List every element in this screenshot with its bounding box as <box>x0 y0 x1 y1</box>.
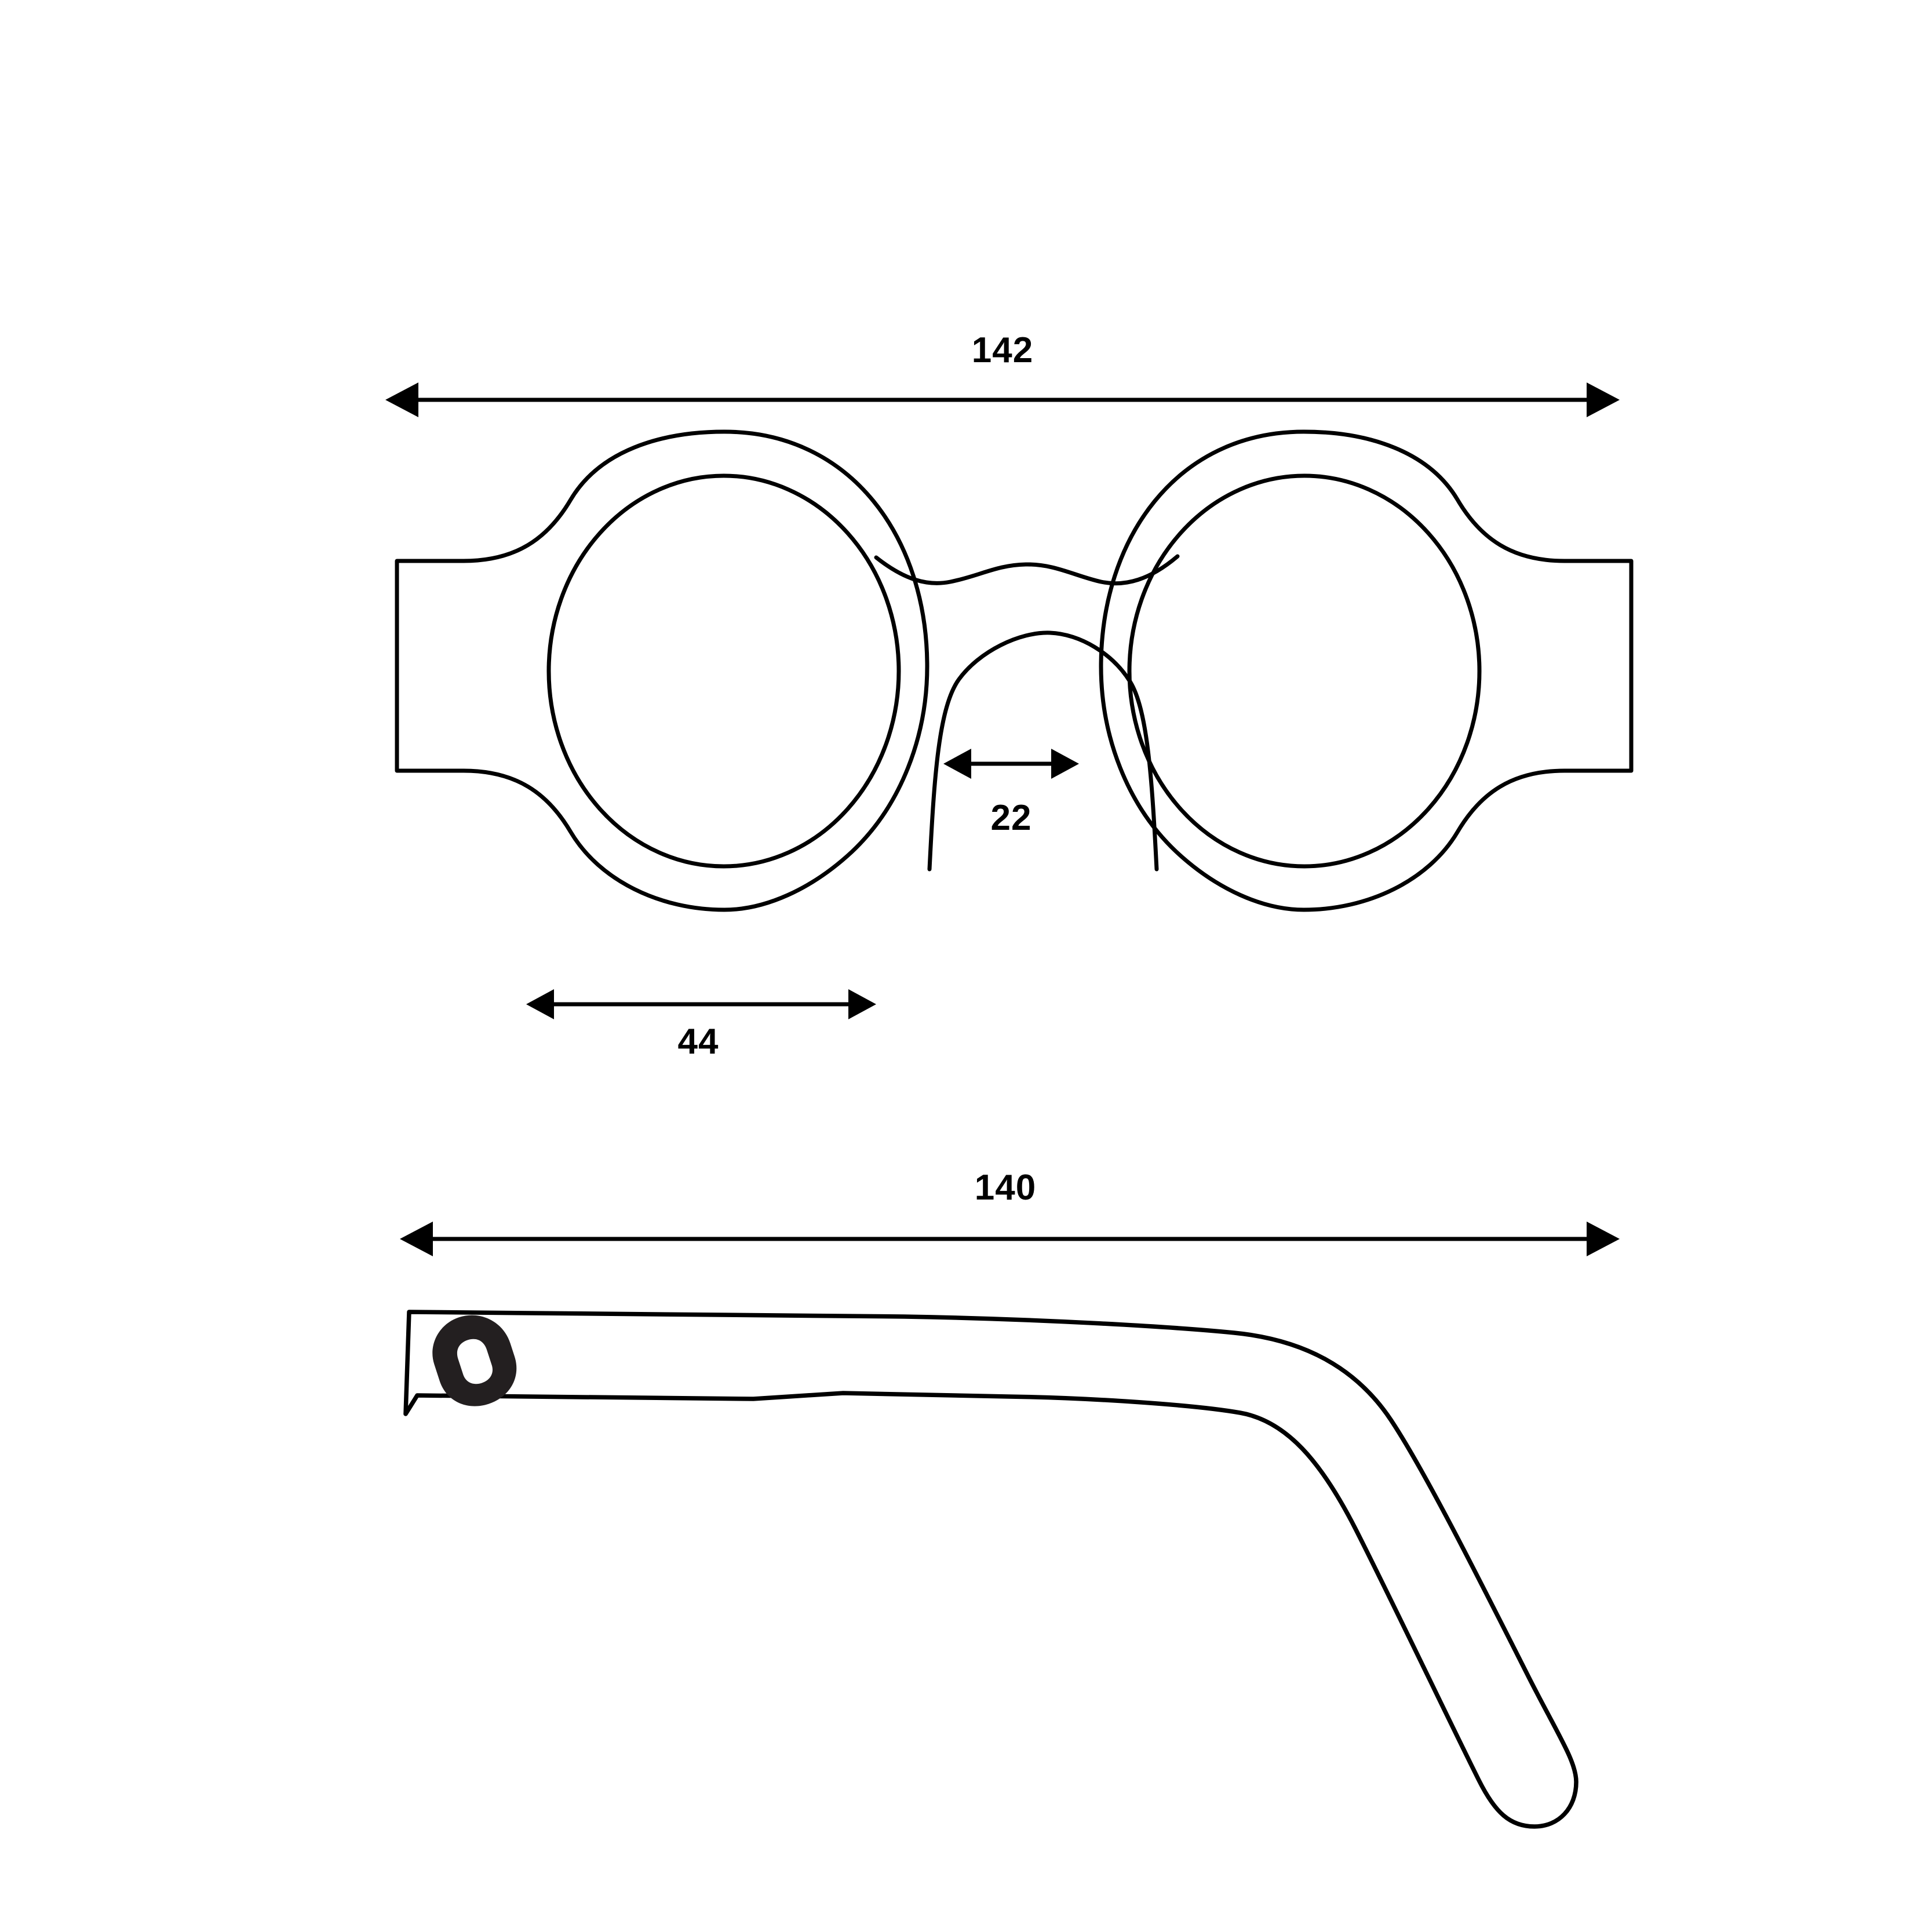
right-lens-inner-ring <box>1127 473 1482 869</box>
dimension-lens-width: 44 <box>526 989 876 1062</box>
dimension-temple-length: 140 <box>400 1168 1620 1256</box>
brand-logo <box>432 1315 517 1406</box>
total-width-arrowhead-left <box>385 382 418 417</box>
total-width-value: 142 <box>972 330 1033 370</box>
dimension-total-width: 142 <box>385 330 1620 417</box>
bridge-width-arrowhead-right <box>1051 749 1079 779</box>
side-view-group: 140 <box>400 1168 1620 1829</box>
front-view-group: 142 22 44 <box>385 330 1634 1062</box>
bridge-width-arrowhead-left <box>943 749 971 779</box>
lens-width-arrowhead-left <box>526 989 554 1019</box>
temple-length-value: 140 <box>975 1168 1036 1208</box>
dimension-bridge-width: 22 <box>943 749 1079 838</box>
temple-length-arrowhead-left <box>400 1222 433 1256</box>
total-width-arrowhead-right <box>1587 382 1620 417</box>
bridge-width-value: 22 <box>991 798 1032 838</box>
izipizi-logo-icon <box>432 1315 517 1406</box>
bridge-nose-arch <box>927 630 1159 872</box>
lens-width-arrowhead-right <box>848 989 876 1019</box>
temple-arm-outline <box>403 1310 1579 1829</box>
frame-outer-silhouette <box>395 429 929 912</box>
bridge-top-bar <box>874 554 1180 586</box>
left-lens-inner-ring <box>546 473 901 869</box>
frame-outer-silhouette-right <box>1099 429 1634 912</box>
lens-width-value: 44 <box>678 1022 719 1062</box>
temple-length-arrowhead-right <box>1587 1222 1620 1256</box>
